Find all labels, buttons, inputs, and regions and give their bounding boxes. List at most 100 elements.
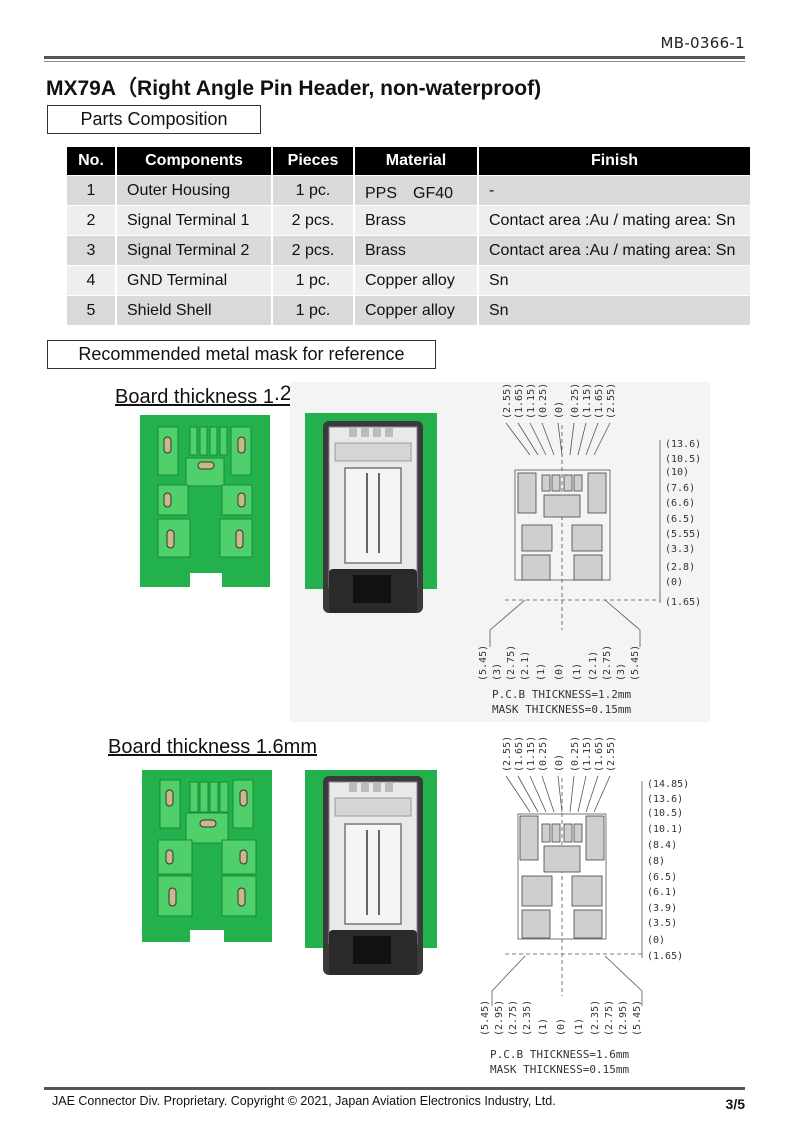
cell-component: Signal Terminal 2 xyxy=(115,235,272,266)
mask-drawing-12: (2.55) (1.65) (1.15) (0.25) (0) (0.25) (… xyxy=(478,385,700,716)
right-dim: (13.6) xyxy=(647,794,683,805)
column-header: Components xyxy=(115,147,272,176)
bottom-dim: (5.45) xyxy=(630,645,641,681)
bottom-dim: (1) xyxy=(536,663,547,681)
cell-material: Copper alloy xyxy=(353,295,478,325)
cell-component: Signal Terminal 1 xyxy=(115,205,272,236)
column-header: No. xyxy=(67,147,116,176)
mask-drawing-16: (2.55) (1.65) (1.15) (0.25) (0) (0.25) (… xyxy=(480,736,689,1076)
top-dim: (1.65) xyxy=(514,736,525,772)
bottom-dim: (0) xyxy=(554,663,565,681)
cell-pieces: 2 pcs. xyxy=(271,235,354,266)
top-dim: (1.65) xyxy=(514,385,525,419)
cell-no: 5 xyxy=(67,295,116,325)
bottom-dim: (1) xyxy=(574,1018,585,1036)
cell-component: Outer Housing xyxy=(115,175,272,206)
right-dim: (13.6) xyxy=(665,439,700,450)
right-dim: (8.4) xyxy=(647,840,677,851)
top-dim: (0.25) xyxy=(538,736,549,772)
table-header-row: No. Components Pieces Material Finish xyxy=(67,147,750,176)
bottom-dim: (2.35) xyxy=(522,1000,533,1036)
bottom-dim: (5.45) xyxy=(480,1000,491,1036)
top-dim: (0.25) xyxy=(570,736,581,772)
right-dim: (3.5) xyxy=(647,918,677,929)
pcb-thickness-note: P.C.B THICKNESS=1.6mm xyxy=(490,1048,629,1061)
right-dim: (6.6) xyxy=(665,498,695,509)
right-dim: (6.1) xyxy=(647,887,677,898)
pcb-footprint-12 xyxy=(140,415,270,587)
right-dim: (2.8) xyxy=(665,562,695,573)
top-dim: (1.15) xyxy=(526,736,537,772)
cell-material: Brass xyxy=(353,235,478,266)
parts-table: No. Components Pieces Material Finish 1 … xyxy=(67,147,750,325)
mask-thickness-note: MASK THICKNESS=0.15mm xyxy=(490,1063,629,1076)
cell-no: 2 xyxy=(67,205,116,236)
cell-pieces: 1 pc. xyxy=(271,295,354,325)
table-row: 3 Signal Terminal 2 2 pcs. Brass Contact… xyxy=(67,235,750,266)
top-dim: (2.55) xyxy=(606,736,617,772)
top-dim: (2.55) xyxy=(606,385,617,419)
bottom-dim: (2.75) xyxy=(506,645,517,681)
bottom-dim: (2.1) xyxy=(520,651,531,681)
footer-rule xyxy=(44,1087,745,1090)
top-dim: (2.55) xyxy=(502,385,513,419)
cell-component: GND Terminal xyxy=(115,265,272,296)
cell-pieces: 1 pc. xyxy=(271,175,354,206)
cell-finish: Sn xyxy=(477,295,750,325)
table-row: 4 GND Terminal 1 pc. Copper alloy Sn xyxy=(67,265,750,296)
right-dim: (1.65) xyxy=(665,597,700,608)
cell-material: Brass xyxy=(353,205,478,236)
top-dim: (1.15) xyxy=(526,385,537,419)
connector-photo-16 xyxy=(305,770,437,975)
cell-material: PPS GF40 xyxy=(353,175,478,206)
cell-no: 4 xyxy=(67,265,116,296)
bottom-dim: (1) xyxy=(538,1018,549,1036)
bottom-dim: (2.1) xyxy=(588,651,599,681)
pcb-thickness-note: P.C.B THICKNESS=1.2mm xyxy=(492,688,631,701)
right-dim: (3.9) xyxy=(647,903,677,914)
bottom-dim: (2.75) xyxy=(508,1000,519,1036)
bottom-dim: (3) xyxy=(492,663,503,681)
bottom-dim: (2.95) xyxy=(494,1000,505,1036)
bottom-dim: (2.35) xyxy=(590,1000,601,1036)
page-title: MX79A（Right Angle Pin Header, non-waterp… xyxy=(46,77,542,100)
top-dim: (0) xyxy=(554,401,565,419)
top-dim: (1.15) xyxy=(582,385,593,419)
right-dim: (6.5) xyxy=(665,514,695,525)
top-dim: (1.15) xyxy=(582,736,593,772)
right-dim: (3.3) xyxy=(665,544,695,555)
right-dim: (10.5) xyxy=(665,454,700,465)
right-dim: (14.85) xyxy=(647,779,689,790)
top-dim: (1.65) xyxy=(594,736,605,772)
table-row: 1 Outer Housing 1 pc. PPS GF40 - xyxy=(67,175,750,206)
bottom-dim: (0) xyxy=(556,1018,567,1036)
right-dim: (6.5) xyxy=(647,872,677,883)
document-number: MB-0366-1 xyxy=(660,34,745,52)
cell-no: 3 xyxy=(67,235,116,266)
top-dim: (0.25) xyxy=(570,385,581,419)
bottom-dim: (3) xyxy=(616,663,627,681)
top-dim: (2.55) xyxy=(502,736,513,772)
right-dim: (5.55) xyxy=(665,529,700,540)
top-dim: (0) xyxy=(554,754,565,772)
top-dim: (1.65) xyxy=(594,385,605,419)
bottom-dim: (5.45) xyxy=(632,1000,643,1036)
cell-material: Copper alloy xyxy=(353,265,478,296)
right-dim: (1.65) xyxy=(647,951,683,962)
table-row: 2 Signal Terminal 1 2 pcs. Brass Contact… xyxy=(67,205,750,236)
bottom-dim: (2.75) xyxy=(604,1000,615,1036)
right-dim: (10.1) xyxy=(647,824,683,835)
column-header: Material xyxy=(353,147,478,176)
cell-finish: Contact area :Au / mating area: Sn xyxy=(477,205,750,236)
parts-composition-label: Parts Composition xyxy=(47,105,261,134)
page-number: 3/5 xyxy=(725,1096,745,1112)
top-dim: (0.25) xyxy=(538,385,549,419)
right-dim: (8) xyxy=(647,856,665,867)
cell-pieces: 2 pcs. xyxy=(271,205,354,236)
cell-finish: Contact area :Au / mating area: Sn xyxy=(477,235,750,266)
right-dim: (0) xyxy=(647,935,665,946)
right-dim: (0) xyxy=(665,577,683,588)
bottom-dim: (1) xyxy=(572,663,583,681)
cell-finish: Sn xyxy=(477,265,750,296)
board-16-title: Board thickness 1.6mm xyxy=(108,736,317,758)
